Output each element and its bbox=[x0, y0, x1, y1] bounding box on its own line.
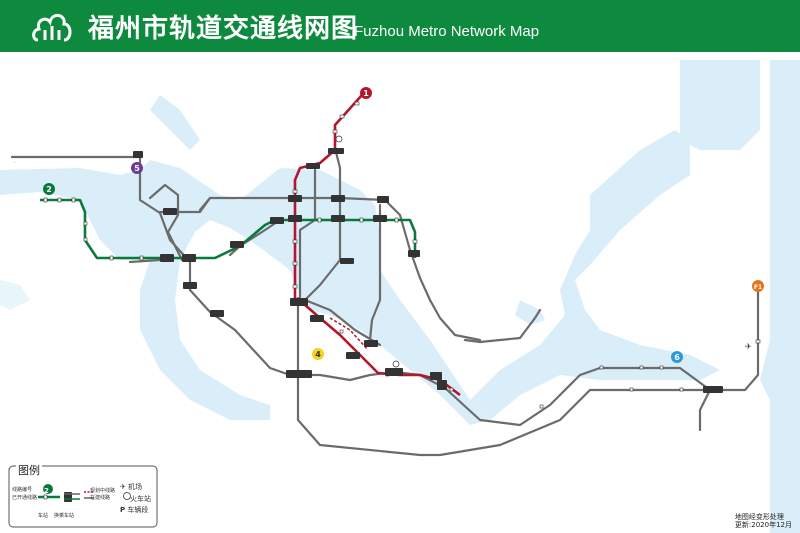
legend-planned: 在建线路 bbox=[90, 495, 111, 501]
legend-airport: ✈ 机场 bbox=[120, 482, 142, 492]
railway-station-icon bbox=[335, 135, 400, 368]
svg-text:6: 6 bbox=[674, 353, 680, 362]
water bbox=[0, 60, 800, 533]
footnote-distortion: 地图经变形处理 bbox=[734, 513, 784, 521]
svg-text:4: 4 bbox=[315, 350, 321, 359]
legend-operating-line: 已开通线路 bbox=[12, 495, 38, 501]
legend-interchange: 换乘车站 bbox=[54, 513, 75, 519]
legend-depot-label: 车辆段 bbox=[127, 506, 149, 514]
metro-map: · 1 2 4 5 6 F1 ✈ bbox=[0, 60, 800, 533]
svg-text:✈: ✈ bbox=[745, 342, 752, 351]
line-1-badge: 1 bbox=[360, 87, 372, 99]
line-2-badge: 2 bbox=[43, 183, 55, 195]
legend-badge: 2 bbox=[44, 487, 49, 495]
line-1-route bbox=[293, 94, 461, 397]
map-title-english: Fuzhou Metro Network Map bbox=[354, 23, 540, 40]
planned-lines bbox=[10, 146, 760, 457]
svg-text:2: 2 bbox=[46, 185, 52, 194]
legend-station: 车站 bbox=[38, 513, 49, 519]
line-5-badge: 5 bbox=[131, 162, 143, 174]
depot-icon: P bbox=[120, 506, 126, 514]
svg-text:·: · bbox=[14, 160, 15, 165]
legend-under-construction: 规划中线路 bbox=[90, 488, 116, 494]
legend-railway-station-label: 火车站 bbox=[130, 495, 151, 503]
legend-title: 图例 bbox=[16, 462, 42, 478]
stations bbox=[43, 101, 761, 409]
airport-icon: ✈ bbox=[745, 342, 752, 351]
line-f1-badge: F1 bbox=[752, 280, 764, 292]
legend-depot: P 车辆段 bbox=[120, 505, 148, 515]
station-labels: · bbox=[14, 160, 15, 165]
interchange-stations bbox=[133, 148, 723, 393]
footnote-updated: 更新:2020年12月 bbox=[734, 521, 792, 529]
footnote: 地图经变形处理 更新:2020年12月 bbox=[735, 513, 792, 529]
svg-text:1: 1 bbox=[363, 89, 369, 98]
svg-text:F1: F1 bbox=[754, 284, 762, 291]
line-1-dashed bbox=[329, 317, 369, 351]
legend-frame bbox=[8, 465, 158, 528]
fuzhou-metro-logo bbox=[32, 14, 72, 42]
line-6-badge: 6 bbox=[671, 351, 683, 363]
line-4-badge: 4 bbox=[312, 348, 324, 360]
header-bar: 福州市轨道交通线网图 Fuzhou Metro Network Map bbox=[0, 0, 800, 52]
map-title: 福州市轨道交通线网图 bbox=[88, 14, 359, 44]
airport-icon: ✈ bbox=[120, 483, 126, 491]
legend-line-number: 线路编号 bbox=[12, 487, 33, 493]
svg-text:5: 5 bbox=[134, 164, 140, 173]
legend-airport-label: 机场 bbox=[128, 483, 143, 491]
